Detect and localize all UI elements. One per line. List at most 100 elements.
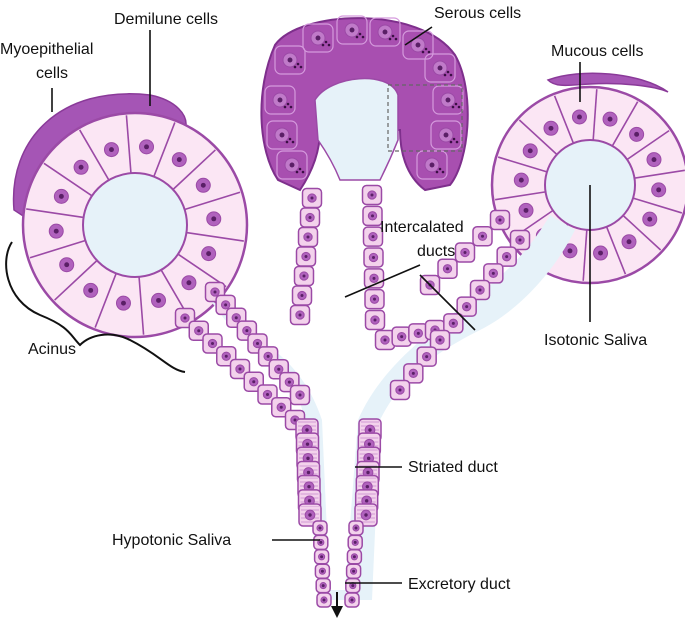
cell-nucleolus [183,316,187,320]
secretory-granule [443,73,447,77]
cell-nucleolus [518,238,522,242]
cell-nucleolus [307,499,312,503]
cell-wall [177,253,227,288]
cell-nucleolus [315,35,321,41]
cell-nucleolus [429,162,435,168]
cell-nucleolus [491,271,495,275]
secretory-granule [394,37,398,41]
cell-nucleolus [383,338,387,342]
cell-nucleolus [465,305,469,309]
secretory-granule [452,137,456,141]
secretory-granule [446,70,450,74]
cell-nucleolus [266,354,270,358]
cell-nucleolus [352,569,356,573]
cell-nucleolus [437,65,443,71]
cell-wall [611,101,639,147]
secretory-granule [391,34,395,38]
myoepithelial-cap-right [546,72,669,93]
label-isotonic-saliva: Isotonic Saliva [544,332,647,349]
secretory-granule [358,32,362,36]
serous-cell [274,45,306,75]
cell-nucleolus [245,329,249,333]
label-demilune-cells: Demilune cells [114,11,218,28]
cell-wall [94,273,117,328]
cell-nucleolus [224,303,228,307]
cell-nucleolus [293,418,297,422]
cell-wall [153,122,176,177]
cell-nucleolus [416,331,420,335]
cell-nucleolus [626,239,632,245]
cell-nucleolus [368,428,372,432]
intercalated-leader-1 [344,264,421,298]
cell-wall [605,226,627,275]
cell-nucleolus [451,321,455,325]
cell-nucleolus [78,164,84,170]
left-acinus-cell-walls [26,115,244,335]
secretory-granule [285,140,289,144]
cell-nucleolus [577,114,582,120]
cell-nucleolus [298,313,302,317]
cell-nucleolus [320,555,324,559]
cell-nucleolus [352,555,356,559]
cell-nucleolus [287,380,291,384]
cell-nucleolus [443,132,449,138]
cell-nucleolus [354,526,358,530]
label-excretory-duct: Excretory duct [408,576,511,593]
serous-cell [266,120,298,150]
cell-nucleolus [350,598,354,602]
cell-nucleolus [186,280,192,286]
cell-nucleolus [319,540,323,544]
secretory-granule [449,140,453,144]
cell-wall [495,191,546,201]
cell-nucleolus [238,367,242,371]
cell-nucleolus [298,393,302,397]
cell-wall [172,149,216,191]
intercalated-leader-2 [419,274,476,331]
secretory-granule [286,102,290,106]
serous-cell [276,150,308,180]
cell-nucleolus [206,251,212,257]
secretory-granule [388,37,392,41]
secretory-granule [421,50,425,54]
cell-nucleolus [144,144,149,150]
cell-nucleolus [121,300,126,306]
cell-nucleolus [349,27,355,33]
cell-nucleolus [371,214,374,218]
cell-nucleolus [366,456,371,461]
cell-wall [622,214,662,251]
cell-nucleolus [304,255,308,258]
secretory-granule [424,47,428,51]
cell-nucleolus [306,456,310,461]
serous-detail-box [387,84,463,152]
serous-acinus-cell-walls [264,15,464,180]
cell-nucleolus [252,380,256,384]
cell-nucleolus [211,216,217,222]
serous-cell [424,53,456,83]
cell-nucleolus [382,29,388,35]
cell-wall [43,162,93,197]
cell-nucleolus [373,297,376,301]
cell-nucleolus [498,218,502,222]
label-intercalated-line1: Intercalated [380,219,464,236]
secretory-granule [293,65,297,69]
cell-wall [54,259,98,301]
serous-cell [402,30,434,60]
label-intercalated-line2: ducts [417,243,455,260]
cell-nucleolus [425,355,429,359]
cell-wall [29,239,86,259]
cell-nucleolus [306,470,311,475]
secretory-granule [427,50,431,54]
cell-nucleolus [305,442,310,446]
cell-wall [553,95,575,144]
cell-nucleolus [373,318,377,322]
cell-wall [497,156,548,173]
cell-wall [582,229,588,281]
cell-nucleolus [463,251,467,254]
cell-nucleolus [64,262,70,268]
cell-wall [518,119,558,156]
cell-nucleolus [445,97,451,103]
cell-nucleolus [607,116,613,122]
cell-nucleolus [527,148,533,154]
secretory-granule [299,65,303,69]
